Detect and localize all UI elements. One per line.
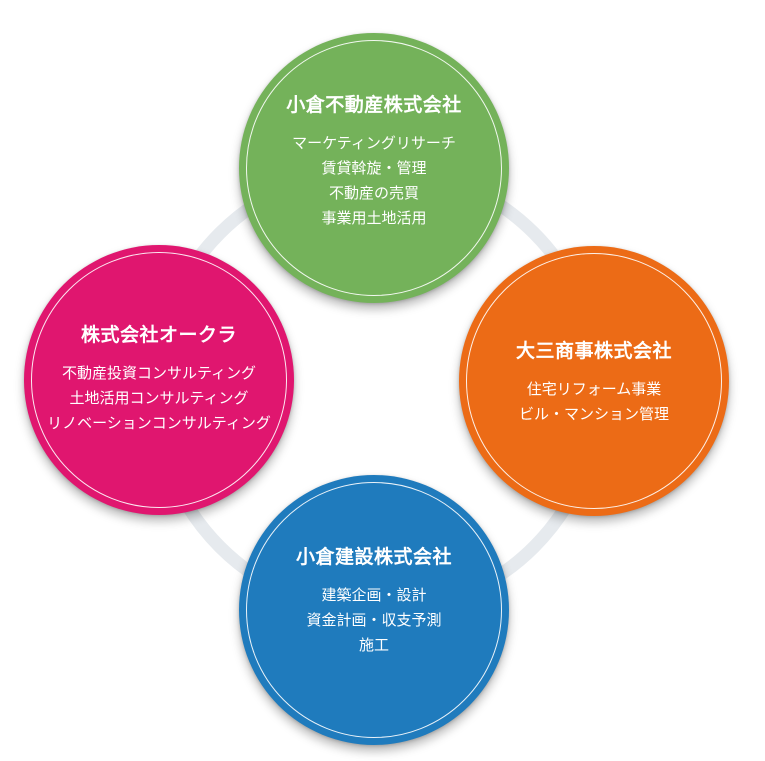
company-title: 大三商事株式会社 [515,339,672,362]
company-title: 小倉不動産株式会社 [286,93,462,116]
company-circle-ogura-fudosan: 小倉不動産株式会社 マーケティングリサーチ 賃貸斡旋・管理 不動産の売買 事業用… [239,33,509,303]
company-circle-ogura-kensetsu: 小倉建設株式会社 建築企画・設計 資金計画・収支予測 施工 [239,475,509,745]
company-circle-daisan-shoji: 大三商事株式会社 住宅リフォーム事業 ビル・マンション管理 [459,246,729,516]
service-item: 不動産投資コンサルティング [61,364,257,382]
service-list: 不動産投資コンサルティング 土地活用コンサルティング リノベーションコンサルティ… [47,361,271,436]
service-item: マーケティングリサーチ [292,133,456,152]
service-item: 建築企画・設計 [321,586,427,604]
service-item: 賃貸斡旋・管理 [321,158,427,177]
service-item: リノベーションコンサルティング [47,414,271,432]
service-item: 土地活用コンサルティング [69,389,249,407]
service-item: 資金計画・収支予測 [306,611,442,629]
service-list: マーケティングリサーチ 賃貸斡旋・管理 不動産の売買 事業用土地活用 [292,131,456,231]
service-list: 住宅リフォーム事業 ビル・マンション管理 [519,377,669,427]
company-title: 小倉建設株式会社 [295,546,452,568]
service-item: 不動産の売買 [328,183,419,202]
service-item: 住宅リフォーム事業 [526,379,662,398]
service-item: 施工 [358,636,389,654]
company-circle-okura: 株式会社オークラ 不動産投資コンサルティング 土地活用コンサルティング リノベー… [24,245,294,515]
service-list: 建築企画・設計 資金計画・収支予測 施工 [306,583,441,658]
service-item: ビル・マンション管理 [518,404,669,423]
company-title: 株式会社オークラ [80,324,237,346]
service-item: 事業用土地活用 [321,208,427,227]
